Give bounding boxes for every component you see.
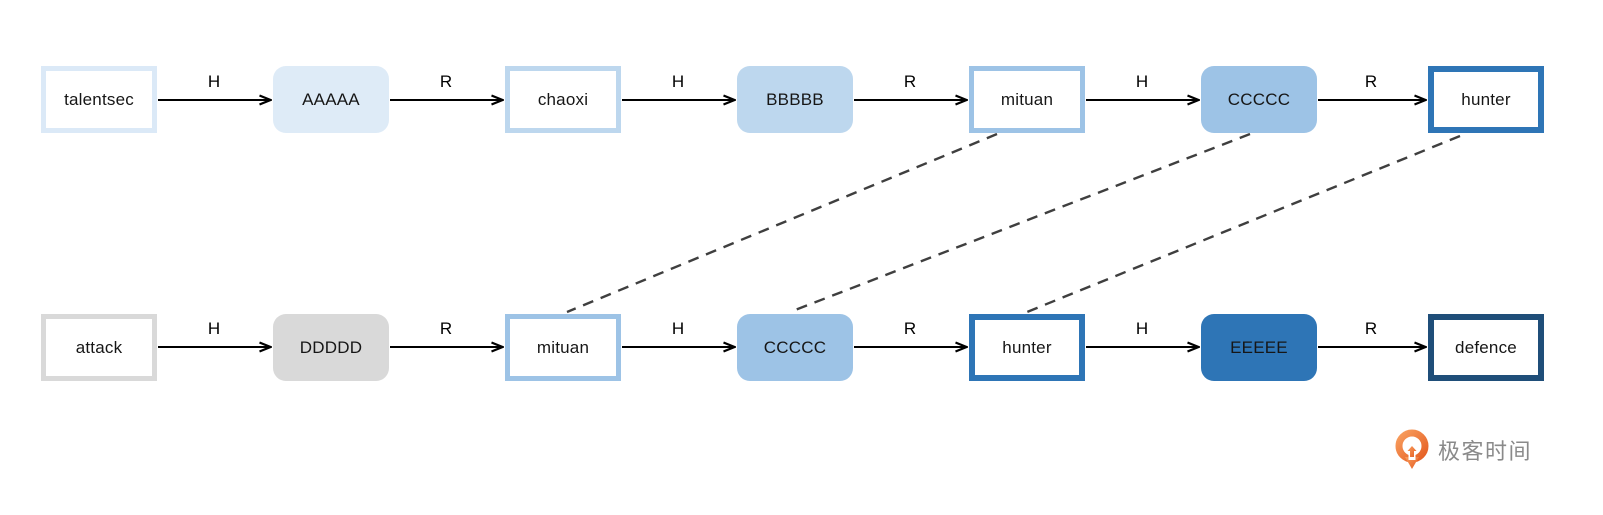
edge-label-top-5: H xyxy=(1135,72,1149,91)
node-hunter-bottom: hunter xyxy=(969,314,1085,381)
edge-label-bottom-4: R xyxy=(903,319,917,338)
edge-label-bottom-3: H xyxy=(671,319,685,338)
node-attack: attack xyxy=(41,314,157,381)
dashed-link-hunter xyxy=(1026,134,1461,314)
node-aaaaa: AAAAA xyxy=(273,66,389,133)
edge-label-bottom-6: R xyxy=(1364,319,1378,338)
dashed-link-mituan xyxy=(566,132,998,314)
node-mituan-top: mituan xyxy=(969,66,1085,133)
node-bbbbb: BBBBB xyxy=(737,66,853,133)
edge-label-top-6: R xyxy=(1364,72,1378,91)
edge-label-top-2: R xyxy=(439,72,453,91)
edge-label-top-1: H xyxy=(207,72,221,91)
node-ccccc-top: CCCCC xyxy=(1201,66,1317,133)
geektime-logo-text: 极客时间 xyxy=(1438,439,1533,464)
node-chaoxi: chaoxi xyxy=(505,66,621,133)
edge-label-top-4: R xyxy=(903,72,917,91)
geektime-logo-icon xyxy=(1395,429,1429,469)
node-mituan-bottom: mituan xyxy=(505,314,621,381)
node-talentsec: talentsec xyxy=(41,66,157,133)
edge-label-bottom-2: R xyxy=(439,319,453,338)
edge-label-bottom-1: H xyxy=(207,319,221,338)
node-hunter-top: hunter xyxy=(1428,66,1544,133)
dashed-link-ccccc xyxy=(789,132,1251,314)
node-defence: defence xyxy=(1428,314,1544,381)
geektime-logo: 极客时间 xyxy=(1394,429,1532,471)
node-ccccc-bottom: CCCCC xyxy=(737,314,853,381)
node-eeeee: EEEEE xyxy=(1201,314,1317,381)
edge-label-top-3: H xyxy=(671,72,685,91)
edge-label-bottom-5: H xyxy=(1135,319,1149,338)
node-ddddd: DDDDD xyxy=(273,314,389,381)
